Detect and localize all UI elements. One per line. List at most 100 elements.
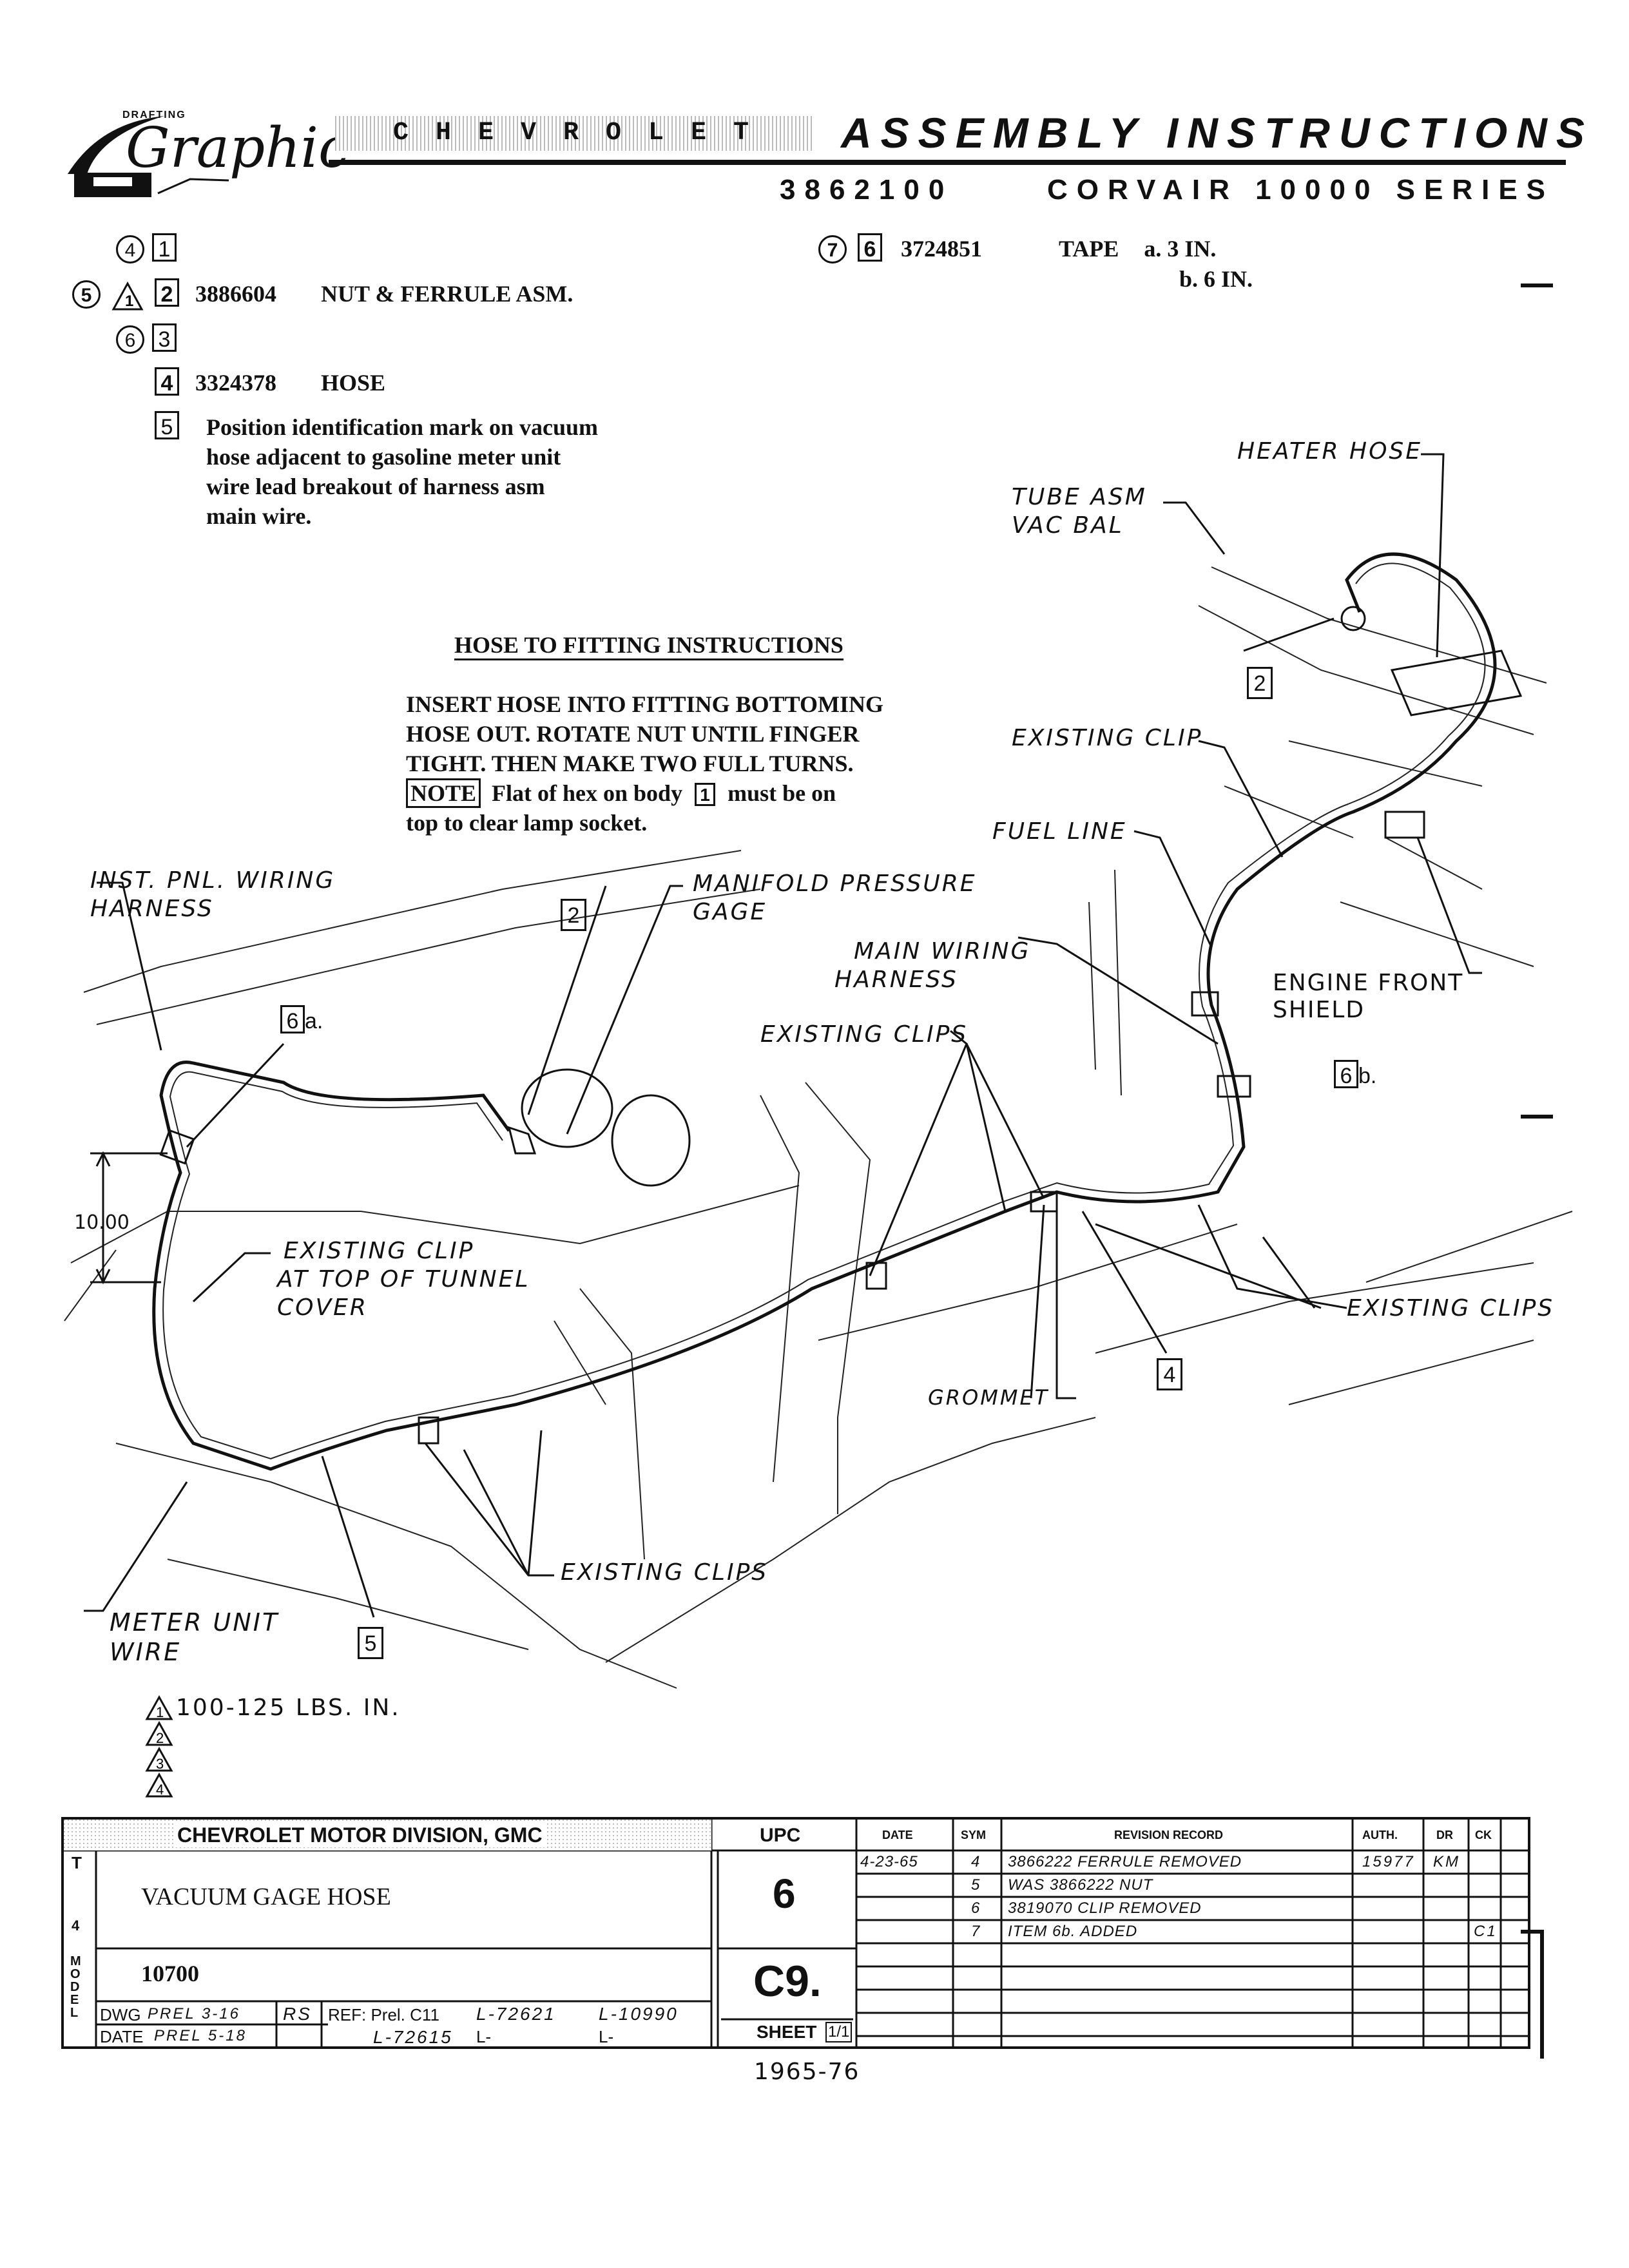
triangle-icon: 4 [145, 1773, 173, 1798]
main-wiring-line: MAIN WIRING [854, 938, 1031, 965]
ref-1: L-72621 [476, 2004, 556, 2024]
engine-front-line: SHIELD [1273, 997, 1365, 1023]
callout-box-5: 5 [358, 1627, 383, 1659]
inst-panel-line: HARNESS [90, 896, 214, 922]
circle-marker: 5 [72, 280, 101, 309]
note-text: Flat of hex on body [492, 780, 683, 806]
circle-marker: 4 [116, 235, 144, 264]
svg-text:1: 1 [156, 1704, 164, 1720]
circle-marker: 7 [818, 235, 847, 264]
note-line: wire lead breakout of harness asm [206, 474, 545, 499]
part-number: 3724851 [901, 236, 982, 262]
title-block-bracket [1521, 1930, 1544, 1934]
margin-tick [1521, 284, 1553, 287]
instructions-heading: HOSE TO FITTING INSTRUCTIONS [454, 631, 843, 660]
dwg-value: PREL 3-16 [148, 2005, 240, 2023]
meter-unit-line: METER UNIT [110, 1608, 280, 1637]
svg-text:1: 1 [125, 293, 133, 310]
svg-text:2: 2 [156, 1730, 164, 1746]
callout-box-2: 2 [1247, 667, 1273, 699]
tunnel-line: COVER [277, 1294, 368, 1321]
sheet-code: C9. [753, 1957, 822, 2006]
rev-record-header: REVISION RECORD [1114, 1829, 1224, 1841]
note-text: must be on [728, 780, 836, 806]
existing-clips-top-label: EXISTING CLIPS [760, 1021, 969, 1048]
parts-row-3: 6 3 [116, 323, 177, 354]
rev-record: 3819070 CLIP REMOVED [1008, 1899, 1202, 1917]
title-block: CHEVROLET MOTOR DIVISION, GMC UPC DATE S… [61, 1817, 1530, 2049]
ref-2: L-10990 [599, 2004, 679, 2024]
footer-year: 1965-76 [754, 2059, 860, 2085]
tape-a: a. 3 IN. [1144, 236, 1217, 262]
manifold-label: MANIFOLD PRESSURE GAGE [693, 870, 977, 927]
rev-sym: 6 [971, 1899, 982, 1917]
torque-spec: 1 100-125 LBS. IN. 2 3 4 [145, 1695, 401, 1798]
item-box: 2 [155, 278, 179, 307]
page-title: ASSEMBLY INSTRUCTIONS [841, 109, 1594, 157]
parts-row-1: 4 1 [116, 233, 177, 264]
note-label: NOTE [406, 778, 481, 808]
side-mark: 4 [72, 1917, 80, 1934]
logo-script: Graphic [126, 116, 350, 180]
item-box: 1 [695, 783, 716, 806]
brand-strip: CHEVROLET [335, 116, 812, 151]
part-number: 3886604 [195, 281, 276, 307]
manifold-line: GAGE [693, 899, 767, 925]
model-value: 10700 [141, 1961, 199, 1986]
rev-date: 4-23-65 [860, 1853, 918, 1870]
rev-sym: 5 [971, 1876, 982, 1894]
parts-row-5: 5 [155, 411, 179, 439]
sheet-label: SHEET [757, 2022, 817, 2042]
rev-sym: 7 [971, 1923, 982, 1940]
date-value: PREL 5-18 [154, 2027, 247, 2044]
tape-row: 7 6 3724851 TAPE a. 3 IN. [818, 233, 1216, 264]
logo-sub: DRAFTING [122, 110, 186, 120]
brand-strip-text: CHEVROLET [393, 119, 776, 148]
upc-label: UPC [760, 1825, 801, 1846]
manifold-line: MANIFOLD PRESSURE [693, 870, 977, 897]
rev-auth-header: AUTH. [1362, 1829, 1398, 1841]
item-box: 3 [152, 323, 177, 352]
title-block-grid [64, 1820, 1528, 2046]
item-box: 6 [858, 233, 882, 262]
part-name: HOSE [321, 370, 386, 396]
triangle-icon: 1 [111, 281, 144, 311]
ref-5: L- [599, 2027, 614, 2046]
note-line: Position identification mark on vacuum [206, 414, 599, 440]
rev-auth: 15977 [1362, 1853, 1415, 1870]
grommet-label: GROMMET [928, 1385, 1050, 1410]
dimension-label: 10.00 [74, 1211, 130, 1234]
parts-row-4: 4 3324378 HOSE [155, 367, 385, 396]
tunnel-line: AT TOP OF TUNNEL [277, 1266, 530, 1293]
existing-clips-right-label: EXISTING CLIPS [1347, 1295, 1555, 1321]
inst-panel-line: INST. PNL. WIRING [90, 867, 336, 894]
part-number: 3324378 [195, 370, 276, 396]
drawing-description: VACUUM GAGE HOSE [141, 1883, 391, 1910]
rev-record: ITEM 6b. ADDED [1008, 1923, 1138, 1940]
division-label: CHEVROLET MOTOR DIVISION, GMC [173, 1823, 546, 1847]
item-box: 6 [1334, 1060, 1358, 1088]
dwg-initials: RS [283, 2004, 312, 2024]
logo: DRAFTING Graphic [61, 97, 349, 200]
item-box: 6 [280, 1005, 305, 1033]
suffix: a. [305, 1009, 323, 1033]
tube-asm-label: TUBE ASM VAC BAL [1012, 483, 1147, 540]
tunnel-line: EXISTING CLIP [284, 1238, 475, 1264]
rev-date-header: DATE [882, 1829, 913, 1841]
rev-sym-header: SYM [961, 1829, 987, 1841]
tube-asm-line: VAC BAL [1012, 512, 1124, 539]
series: CORVAIR 10000 SERIES [1047, 174, 1555, 206]
rev-record: WAS 3866222 NUT [1008, 1876, 1153, 1894]
main-wiring-line: HARNESS [834, 966, 958, 993]
note-line: hose adjacent to gasoline meter unit [206, 444, 561, 470]
heater-hose-label: HEATER HOSE [1237, 438, 1423, 465]
dwg-label: DWG [100, 2005, 141, 2024]
upc-value: 6 [773, 1870, 796, 1917]
tape-b: b. 6 IN. [1179, 266, 1253, 292]
existing-clip-label: EXISTING CLIP [1012, 725, 1203, 751]
header-rule [329, 160, 1566, 165]
fuel-line-label: FUEL LINE [992, 818, 1127, 845]
item-box: 1 [152, 233, 177, 262]
